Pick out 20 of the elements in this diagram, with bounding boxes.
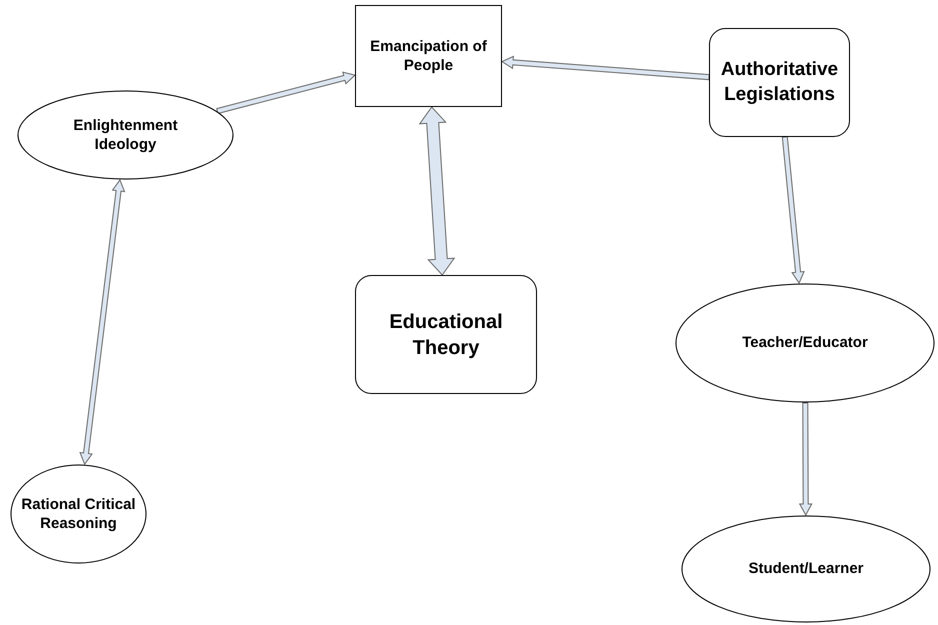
node-label: Authoritative Legislations bbox=[720, 58, 840, 106]
block-arrow bbox=[798, 402, 813, 516]
node-label: Emancipation of People bbox=[369, 36, 488, 76]
node-label: Student/Learner bbox=[748, 559, 864, 579]
ellipse-node bbox=[675, 283, 935, 403]
rounded-box bbox=[355, 275, 537, 394]
block-arrow bbox=[216, 71, 356, 114]
ellipse-node bbox=[681, 515, 931, 623]
node-label: Educational Theory bbox=[388, 310, 504, 360]
node-label: Teacher/Educator bbox=[742, 333, 868, 353]
block-arrow bbox=[418, 106, 456, 276]
rounded-box bbox=[709, 28, 850, 137]
node-label: Rational Critical Reasoning bbox=[20, 494, 137, 534]
block-arrow bbox=[79, 178, 126, 466]
ellipse-node bbox=[17, 90, 234, 180]
process-box bbox=[355, 5, 502, 107]
node-label: Enlightenment Ideology bbox=[72, 116, 179, 154]
block-arrow bbox=[500, 56, 710, 80]
block-arrow bbox=[782, 136, 805, 284]
ellipse-node bbox=[10, 464, 147, 564]
